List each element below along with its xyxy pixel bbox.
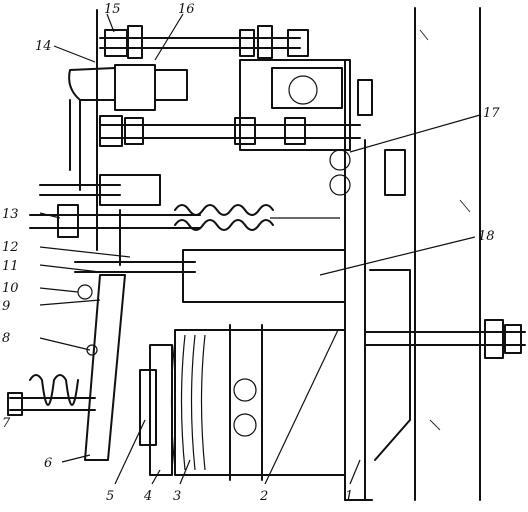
middle-rod <box>99 115 406 196</box>
callout-5: 5 <box>106 489 114 504</box>
callout-labels: 15 16 14 17 18 13 12 11 10 9 8 7 6 5 4 3… <box>2 2 500 504</box>
leader-6 <box>61 454 91 463</box>
left-rod-13 <box>29 174 201 238</box>
callout-1: 1 <box>345 489 353 504</box>
callout-17: 17 <box>483 106 500 121</box>
callout-6: 6 <box>44 456 52 471</box>
pole-pieces <box>139 344 173 476</box>
callout-13: 13 <box>2 207 19 222</box>
coil-3 <box>170 324 346 481</box>
through-bolt <box>364 319 526 359</box>
lever-plate <box>74 209 196 273</box>
leader-15 <box>106 13 115 33</box>
leader-11 <box>39 264 101 273</box>
leader-9 <box>39 299 101 306</box>
callout-2: 2 <box>259 489 268 504</box>
block-18 <box>182 249 346 303</box>
leader-13 <box>39 212 61 219</box>
leader-2 <box>264 329 339 485</box>
mounting-panel <box>414 7 481 501</box>
callout-4: 4 <box>143 489 152 504</box>
top-bracket <box>99 25 373 151</box>
leader-lines <box>39 13 481 485</box>
callout-10: 10 <box>2 281 19 296</box>
leader-4 <box>151 469 161 485</box>
callout-3: 3 <box>173 489 181 504</box>
leader-3 <box>179 459 191 485</box>
leader-5 <box>114 419 146 485</box>
leader-14 <box>53 45 96 63</box>
callout-14: 14 <box>35 39 52 54</box>
leader-12 <box>39 246 131 258</box>
left-spring-7 <box>7 374 96 416</box>
leader-1 <box>349 459 361 485</box>
leader-17 <box>349 114 481 153</box>
frame-post <box>96 9 411 501</box>
upper-coil-assembly <box>68 64 188 191</box>
callout-11: 11 <box>2 259 19 274</box>
callout-7: 7 <box>2 416 11 431</box>
callout-12: 12 <box>2 240 19 255</box>
callout-8: 8 <box>2 331 10 346</box>
upper-spring <box>174 204 340 231</box>
leader-10 <box>39 287 79 293</box>
callout-16: 16 <box>178 2 195 17</box>
callout-9: 9 <box>2 299 10 314</box>
callout-18: 18 <box>478 229 495 244</box>
leader-18 <box>319 236 476 276</box>
armature-lever <box>77 274 126 461</box>
leader-16 <box>154 13 184 61</box>
leader-8 <box>39 337 91 351</box>
callout-15: 15 <box>104 2 121 17</box>
